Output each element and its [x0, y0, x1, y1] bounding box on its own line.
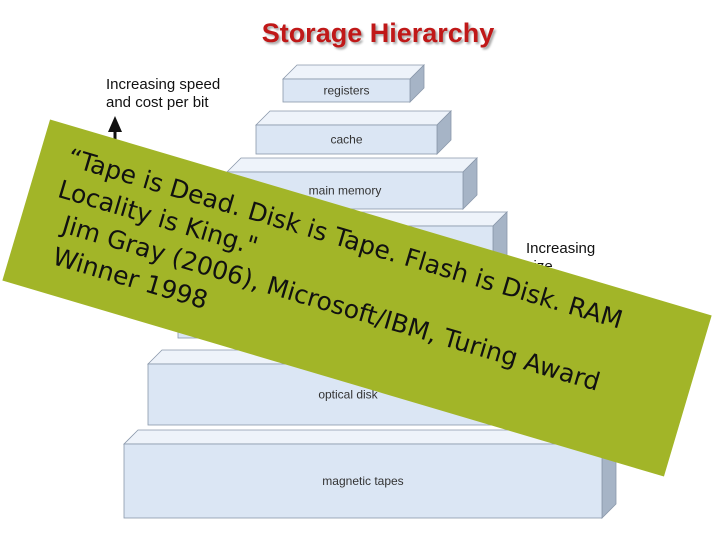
level-front-face — [282, 78, 411, 103]
level-label: optical disk — [318, 388, 378, 402]
level-front-face — [255, 124, 438, 155]
speed-axis-line2: and cost per bit — [106, 94, 209, 111]
level-label: magnetic tapes — [322, 474, 403, 488]
level-top-face — [282, 64, 425, 80]
level-top-face — [226, 157, 478, 173]
pyramid-level: registers — [282, 64, 425, 103]
speed-arrowhead-icon — [108, 116, 122, 132]
speed-axis-label: Increasing speed and cost per bit — [106, 76, 220, 112]
level-label: registers — [323, 84, 369, 98]
size-axis-line1: Increasing — [526, 240, 596, 257]
page-title: Storage Hierarchy — [261, 18, 495, 48]
level-label: cache — [330, 133, 362, 147]
speed-axis-line1: Increasing speed — [106, 76, 221, 93]
level-front-face — [123, 443, 603, 519]
level-label: main memory — [309, 184, 382, 198]
pyramid-level: magnetic tapes — [123, 429, 617, 519]
level-top-face — [255, 110, 452, 126]
pyramid-level: cache — [255, 110, 452, 155]
